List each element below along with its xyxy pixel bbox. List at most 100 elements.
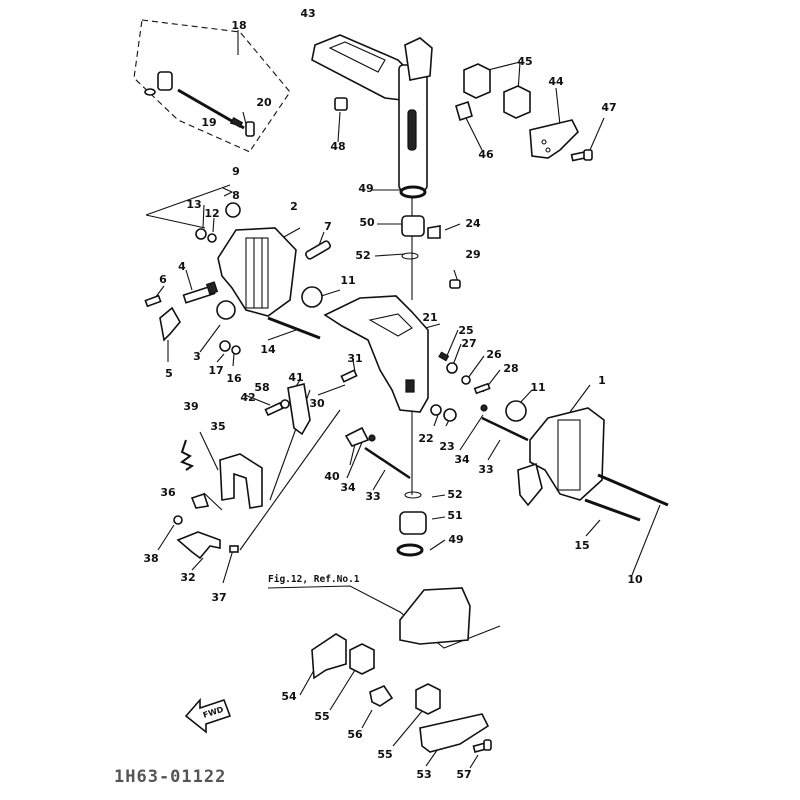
- kit-18-parts: [144, 71, 255, 137]
- bracket-35-part: [219, 453, 263, 509]
- part-5: [159, 306, 181, 342]
- part-9: [222, 187, 234, 197]
- plate-41-part: [287, 383, 311, 436]
- part-22: [430, 404, 442, 416]
- callout-c32: 32: [180, 571, 195, 584]
- part-34b: [368, 434, 376, 442]
- callout-c5: 5: [165, 367, 173, 380]
- callout-c34a: 34: [454, 453, 470, 466]
- part-34a: [480, 404, 488, 412]
- callout-c38: 38: [143, 552, 158, 565]
- callout-c57: 57: [456, 768, 471, 781]
- plate-44-part: [529, 119, 579, 159]
- part-8: [225, 202, 241, 218]
- callout-c11b: 11: [530, 381, 545, 394]
- part-25: [438, 351, 450, 362]
- callout-c30: 30: [309, 397, 325, 410]
- rod-33b-part: [364, 446, 411, 480]
- callout-c19: 19: [201, 116, 216, 129]
- callout-c39: 39: [183, 400, 198, 413]
- callout-c46: 46: [478, 148, 494, 161]
- roller-11a-part: [301, 286, 323, 308]
- part-32: [176, 531, 221, 560]
- plate-53-part: [419, 713, 490, 753]
- callout-c27: 27: [461, 337, 476, 350]
- roller-11b-part: [505, 400, 527, 422]
- callout-c55b: 55: [377, 748, 392, 761]
- callout-c20: 20: [256, 96, 272, 109]
- callout-c49a: 49: [358, 182, 373, 195]
- fwd-arrow-icon: FWD: [184, 697, 232, 734]
- bolt-47-part: [570, 149, 593, 162]
- callout-c50: 50: [359, 216, 375, 229]
- callout-c48: 48: [330, 140, 345, 153]
- callout-c18: 18: [231, 19, 246, 32]
- rod-33a-part: [481, 416, 529, 442]
- callout-c1: 1: [598, 374, 606, 387]
- part-29: [449, 279, 461, 289]
- part-38: [173, 515, 183, 525]
- part-40: [344, 426, 370, 447]
- callout-c12: 12: [204, 207, 219, 220]
- bushing-stack-lower: [396, 491, 427, 557]
- callout-c36: 36: [160, 486, 176, 499]
- callout-c23: 23: [439, 440, 454, 453]
- callout-c24: 24: [465, 217, 481, 230]
- part-56: [369, 685, 394, 707]
- part-31: [340, 369, 358, 383]
- spring-39-part: [179, 439, 195, 471]
- callout-c13: 13: [186, 198, 201, 211]
- bolt-15-part: [584, 498, 641, 522]
- callout-c4: 4: [178, 260, 186, 273]
- callout-c6: 6: [159, 273, 167, 286]
- callout-c47: 47: [601, 101, 616, 114]
- callout-c40: 40: [324, 470, 340, 483]
- callout-c58: 58: [254, 381, 269, 394]
- callout-c31: 31: [347, 352, 362, 365]
- part-55a: [349, 643, 375, 675]
- bushing-stack-upper: [399, 185, 441, 260]
- callout-c29: 29: [465, 248, 480, 261]
- callout-c45: 45: [517, 55, 532, 68]
- part-16: [231, 345, 241, 355]
- clamp-bracket-left: [217, 227, 297, 317]
- callout-c56: 56: [347, 728, 363, 741]
- callout-c8: 8: [232, 189, 240, 202]
- callout-c16: 16: [226, 372, 242, 385]
- callout-c44: 44: [548, 75, 564, 88]
- steering-bracket-part: [311, 34, 433, 191]
- callout-c2: 2: [290, 200, 298, 213]
- footer-code: 1H63-01122: [114, 767, 226, 787]
- part-12: [207, 233, 217, 243]
- part-36: [190, 492, 210, 509]
- part-13: [195, 228, 207, 240]
- bolt-42-part: [264, 401, 284, 417]
- callout-c42: 42: [240, 391, 255, 404]
- part-55b: [415, 683, 441, 715]
- bolt-10-part: [597, 473, 669, 507]
- bolt-57-part: [472, 739, 492, 753]
- callout-c7: 7: [324, 220, 332, 233]
- callout-c52b: 52: [447, 488, 462, 501]
- callout-c21: 21: [422, 311, 437, 324]
- callout-c52a: 52: [355, 249, 370, 262]
- part-54: [311, 633, 347, 680]
- callout-c22: 22: [418, 432, 433, 445]
- rod-14-part: [267, 316, 321, 340]
- block-46-part: [455, 100, 473, 122]
- callout-c55a: 55: [314, 710, 329, 723]
- callout-c11a: 11: [340, 274, 355, 287]
- callout-c25: 25: [458, 324, 473, 337]
- callout-c53: 53: [416, 768, 431, 781]
- part-37: [229, 545, 239, 553]
- reference-label: Fig.12, Ref.No.1: [268, 574, 360, 585]
- callout-c49b: 49: [448, 533, 463, 546]
- part-3: [216, 300, 236, 320]
- bolt-4-part: [182, 281, 219, 304]
- callout-c35: 35: [210, 420, 225, 433]
- callout-c26: 26: [486, 348, 502, 361]
- leader-lines: [133, 19, 661, 769]
